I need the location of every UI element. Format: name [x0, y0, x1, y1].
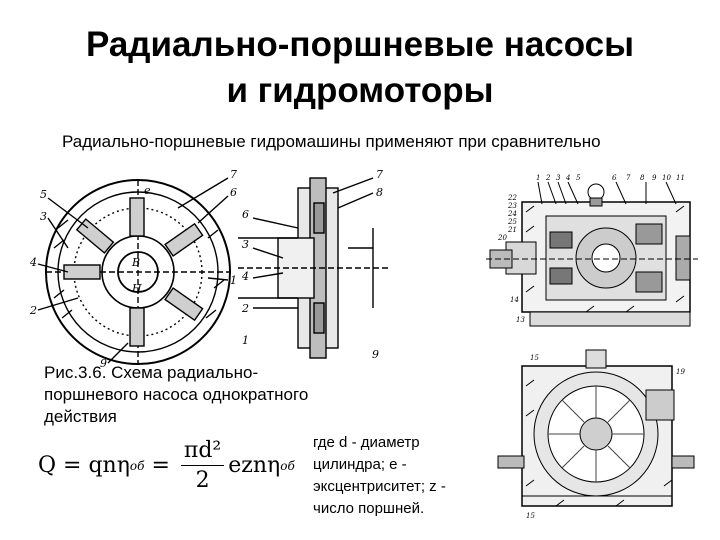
formula-lhs-sub: об [129, 458, 145, 473]
fig1-label-e: e [144, 184, 151, 197]
fig3-label-15-bottom: 15 [526, 512, 535, 520]
fig2-label-6: 6 [612, 174, 617, 182]
fig2-label-22: 22 [507, 194, 517, 202]
formula-denominator: 2 [195, 468, 210, 493]
fig2-label-3: 3 [556, 174, 561, 182]
fig1-r-label-2: 2 [241, 302, 249, 315]
fig2-label-1: 1 [536, 174, 540, 182]
motor-section-figure: 1 2 3 4 5 6 7 8 9 10 11 22 23 24 25 21 2… [486, 174, 698, 327]
formula-lhs: Q = qnη [38, 453, 130, 478]
fig1-label-b: B [131, 256, 140, 269]
fig2-label-25: 25 [507, 218, 517, 226]
fig1-label-h: H [131, 282, 142, 295]
fig2-label-9: 9 [652, 174, 657, 182]
fig2-label-4: 4 [565, 174, 570, 182]
fig3-label-15-top: 15 [530, 354, 539, 362]
title-line-1: Радиально-поршневые насосы [85, 25, 635, 64]
formula-fraction: πd² 2 [180, 438, 225, 493]
formula-numerator: πd² [180, 438, 225, 466]
fig3-label-19: 19 [676, 368, 685, 376]
fig2-label-21: 21 [507, 226, 517, 234]
fig1-r-label-8: 8 [376, 186, 383, 199]
fig2-label-8: 8 [640, 174, 645, 182]
fig1-r-label-4: 4 [241, 270, 249, 283]
fig1-r-label-6: 6 [242, 208, 249, 221]
fig2-label-2: 2 [545, 174, 551, 182]
formula-rhs: eznη [228, 453, 281, 478]
intro-text: Радиально-поршневые гидромашины применяю… [62, 132, 601, 151]
fig1-r-label-7: 7 [376, 168, 383, 181]
formula-notation: где d - диаметр цилиндра; e - эксцентрис… [313, 434, 446, 517]
pump-scheme-figure: 5 7 6 3 4 2 1 9 e B H 7 8 6 3 4 2 1 9 [29, 168, 388, 368]
fig2-label-14: 14 [510, 296, 519, 304]
fig1-label-1: 1 [230, 274, 237, 287]
title-line-2: и гидромоторы [226, 71, 494, 110]
fig1-r-label-9: 9 [372, 348, 379, 361]
fig2-label-23: 23 [507, 202, 517, 210]
fig2-label-11: 11 [676, 174, 685, 182]
fig1-label-7: 7 [230, 168, 237, 181]
fig2-label-10: 10 [662, 174, 671, 182]
fig2-label-13: 13 [516, 316, 525, 324]
formula-rhs-sub: об [280, 458, 295, 473]
fig1-label-6: 6 [230, 186, 237, 199]
fig2-label-5: 5 [576, 174, 581, 182]
figure-caption: Рис.3.6. Схема радиально-поршневого насо… [44, 363, 309, 426]
fig2-label-20: 20 [497, 234, 507, 242]
fig2-label-24: 24 [507, 210, 517, 218]
fig1-label-3: 3 [40, 210, 47, 223]
fig1-label-4: 4 [29, 256, 37, 269]
motor-end-view-figure: 15 19 15 [497, 349, 695, 520]
fig2-label-7: 7 [626, 174, 631, 182]
fig1-label-9: 9 [100, 357, 107, 368]
fig1-r-label-1: 1 [242, 334, 249, 347]
fig1-r-label-3: 3 [242, 238, 249, 251]
fig1-label-5: 5 [40, 188, 47, 201]
slide-title: Радиально-поршневые насосы и гидромоторы [0, 22, 720, 114]
formula-equals: = [144, 453, 177, 478]
fig1-label-2: 2 [29, 304, 37, 317]
